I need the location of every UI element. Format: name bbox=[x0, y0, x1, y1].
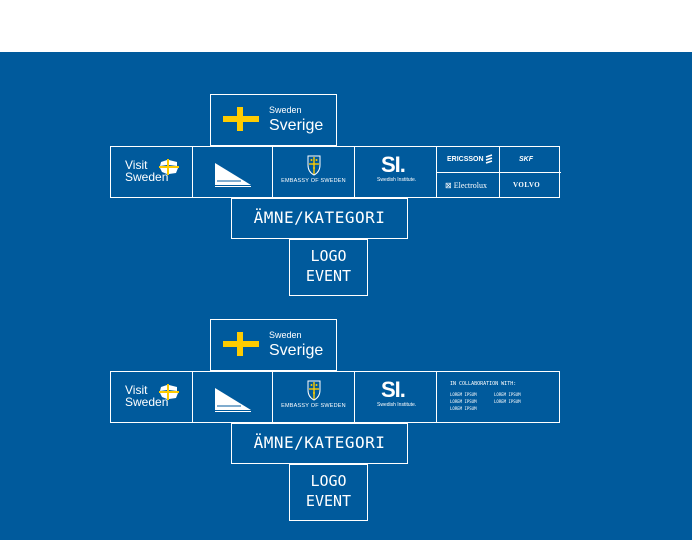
logo-label: LOGO bbox=[310, 247, 347, 265]
sweden-label: Sweden bbox=[269, 330, 302, 340]
logo-label: LOGO bbox=[310, 472, 347, 490]
partner-logo-row: Visit Sweden bbox=[110, 146, 561, 198]
ericsson-icon bbox=[485, 154, 493, 164]
sweden-sverige-logo: Sweden Sverige bbox=[210, 319, 337, 371]
collaboration-item: LOREM IPSUM bbox=[450, 399, 477, 404]
sweden-label: Sweden bbox=[269, 105, 302, 115]
swedish-institute-logo: SI. Swedish Institute. bbox=[355, 372, 437, 422]
sweden-label: Sweden bbox=[125, 170, 169, 184]
collaboration-item: LOREM IPSUM bbox=[450, 406, 477, 411]
swedish-cross-icon bbox=[223, 107, 259, 131]
sweden-sverige-logo: Sweden Sverige bbox=[210, 94, 337, 146]
collaboration-block: IN COLLABORATION WITH: LOREM IPSUM LOREM… bbox=[437, 372, 561, 422]
volvo-logo: VOLVO bbox=[513, 181, 541, 189]
skf-logo: SKF bbox=[519, 156, 533, 163]
visit-label: Visit bbox=[125, 383, 148, 397]
embassy-label: EMBASSY OF SWEDEN bbox=[281, 178, 346, 184]
si-label: Swedish Institute. bbox=[377, 402, 417, 408]
swedish-cross-icon bbox=[223, 332, 259, 356]
sverige-label: Sverige bbox=[269, 342, 324, 359]
electrolux-logo: ⊠ Electrolux bbox=[445, 181, 488, 190]
business-sweden-logo bbox=[193, 372, 273, 422]
business-sweden-logo bbox=[193, 147, 273, 197]
sweden-label: Sweden bbox=[125, 395, 169, 409]
sponsor-logos: ERICSSON SKF ⊠ Electrolux VOLVO bbox=[437, 147, 561, 197]
sverige-label: Sverige bbox=[269, 117, 324, 134]
business-sweden-triangle-icon bbox=[215, 163, 251, 187]
swedish-crest-icon bbox=[307, 380, 321, 401]
swedish-institute-logo: SI. Swedish Institute. bbox=[355, 147, 437, 197]
visit-label: Visit bbox=[125, 158, 148, 172]
collaboration-item: LOREM IPSUM bbox=[494, 392, 521, 397]
visit-sweden-flag-icon bbox=[159, 159, 179, 175]
visit-sweden-flag-icon bbox=[159, 384, 179, 400]
visit-sweden-logo: Visit Sweden bbox=[111, 372, 193, 422]
logo-event-box: LOGO EVENT bbox=[289, 464, 368, 521]
blue-canvas: Sweden Sverige Visit Sweden bbox=[0, 52, 692, 540]
logo-event-box: LOGO EVENT bbox=[289, 239, 368, 296]
event-label: EVENT bbox=[305, 267, 352, 285]
logo-layout-sponsors: Sweden Sverige Visit Sweden bbox=[0, 94, 692, 296]
embassy-of-sweden-logo: EMBASSY OF SWEDEN bbox=[273, 147, 355, 197]
category-box: ÄMNE/KATEGORI bbox=[231, 198, 408, 239]
logo-layout-collaboration: Sweden Sverige Visit Sweden bbox=[0, 319, 692, 521]
swedish-crest-icon bbox=[307, 155, 321, 176]
partner-logo-row: Visit Sweden bbox=[110, 371, 560, 423]
business-sweden-triangle-icon bbox=[215, 388, 251, 412]
si-label: Swedish Institute. bbox=[377, 177, 417, 183]
ericsson-logo: ERICSSON bbox=[447, 156, 484, 163]
embassy-of-sweden-logo: EMBASSY OF SWEDEN bbox=[273, 372, 355, 422]
collaboration-item: LOREM IPSUM bbox=[450, 392, 477, 397]
event-label: EVENT bbox=[305, 492, 352, 510]
collaboration-heading: IN COLLABORATION WITH: bbox=[450, 381, 517, 387]
embassy-label: EMBASSY OF SWEDEN bbox=[281, 403, 346, 409]
si-mark: SI. bbox=[381, 377, 406, 402]
visit-sweden-logo: Visit Sweden bbox=[111, 147, 193, 197]
si-mark: SI. bbox=[381, 152, 406, 177]
electrolux-icon: ⊠ bbox=[445, 181, 454, 190]
category-box: ÄMNE/KATEGORI bbox=[231, 423, 408, 464]
collaboration-item: LOREM IPSUM bbox=[494, 399, 521, 404]
